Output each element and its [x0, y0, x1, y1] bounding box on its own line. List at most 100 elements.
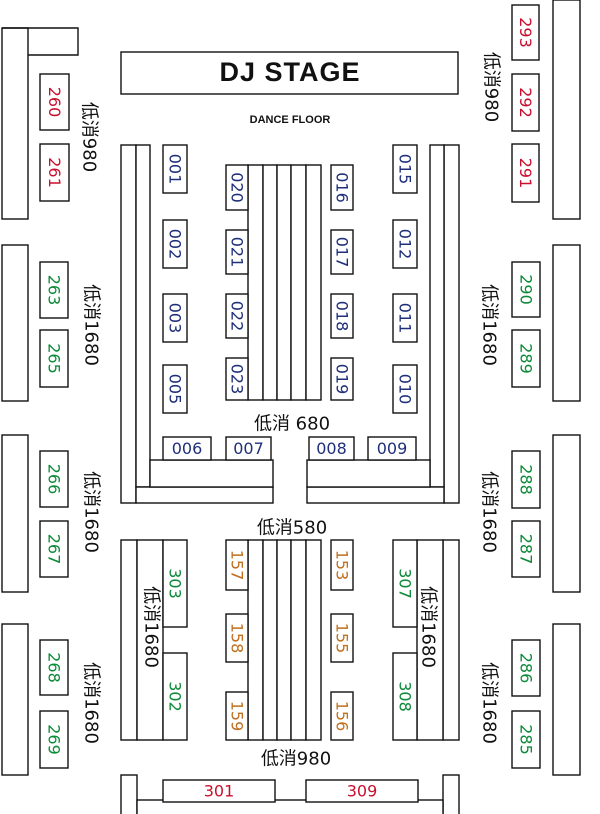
table-box — [225, 357, 249, 401]
min-spend-label: 低消1680 — [141, 586, 162, 668]
u-right-inner-v — [429, 144, 445, 488]
table-002[interactable]: 002 — [162, 219, 188, 269]
table-006[interactable]: 006 — [162, 436, 212, 461]
table-291[interactable]: 291 — [511, 143, 540, 203]
table-269[interactable]: 269 — [39, 710, 69, 769]
table-number: 301 — [204, 782, 235, 801]
table-301[interactable]: 301 — [162, 779, 276, 803]
table-153[interactable]: 153 — [330, 539, 354, 591]
table-001[interactable]: 001 — [162, 144, 188, 194]
table-box — [511, 450, 541, 509]
table-020[interactable]: 020 — [225, 164, 249, 211]
table-number: 158 — [228, 623, 247, 654]
bc-left-1 — [247, 539, 264, 741]
b-right-inner — [416, 539, 444, 741]
min-spend-label: 低消1680 — [81, 284, 102, 366]
table-286[interactable]: 286 — [511, 639, 541, 697]
table-157[interactable]: 157 — [225, 539, 249, 591]
table-016[interactable]: 016 — [330, 164, 354, 211]
table-015[interactable]: 015 — [392, 144, 418, 194]
table-263[interactable]: 263 — [39, 261, 69, 319]
bc-right-1 — [290, 539, 307, 741]
table-007[interactable]: 007 — [225, 436, 272, 461]
table-number: 012 — [396, 229, 415, 260]
table-box — [39, 73, 70, 131]
table-box — [392, 293, 418, 343]
min-spend-label: 低消980 — [79, 102, 100, 172]
right-bar-2 — [552, 244, 581, 402]
right-bar-4 — [552, 623, 581, 776]
table-012[interactable]: 012 — [392, 219, 418, 269]
table-023[interactable]: 023 — [225, 357, 249, 401]
table-box — [392, 652, 418, 741]
table-number: 153 — [333, 550, 352, 581]
table-309[interactable]: 309 — [305, 779, 419, 803]
table-number: 291 — [516, 158, 535, 189]
table-261[interactable]: 261 — [39, 143, 70, 202]
table-number: 268 — [45, 652, 64, 683]
table-017[interactable]: 017 — [330, 229, 354, 275]
table-003[interactable]: 003 — [162, 293, 188, 343]
table-019[interactable]: 019 — [330, 357, 354, 401]
table-number: 022 — [228, 301, 247, 332]
left-bar-4 — [1, 623, 29, 776]
table-box — [511, 73, 540, 132]
table-267[interactable]: 267 — [39, 520, 69, 578]
c-center-divider — [276, 164, 292, 401]
c-right-mid — [290, 164, 307, 401]
min-spend-label: 低消 680 — [254, 414, 330, 435]
table-box — [330, 613, 354, 663]
table-number: 021 — [228, 237, 247, 268]
table-289[interactable]: 289 — [511, 329, 541, 388]
corner-frame-top-left — [2, 27, 79, 56]
table-266[interactable]: 266 — [39, 450, 69, 508]
table-number: 017 — [333, 237, 352, 268]
table-265[interactable]: 265 — [39, 329, 69, 388]
table-022[interactable]: 022 — [225, 293, 249, 339]
table-number: 007 — [233, 439, 264, 458]
table-302[interactable]: 302 — [162, 652, 188, 741]
table-287[interactable]: 287 — [511, 520, 541, 578]
table-box — [330, 691, 354, 741]
table-box — [162, 293, 188, 343]
table-box — [225, 229, 249, 275]
table-285[interactable]: 285 — [511, 710, 541, 769]
table-008[interactable]: 008 — [308, 436, 355, 461]
table-009[interactable]: 009 — [367, 436, 417, 461]
table-158[interactable]: 158 — [225, 613, 249, 663]
table-159[interactable]: 159 — [225, 691, 249, 741]
table-303[interactable]: 303 — [162, 539, 188, 628]
table-011[interactable]: 011 — [392, 293, 418, 343]
table-box — [162, 779, 276, 803]
table-number: 260 — [45, 87, 64, 118]
table-307[interactable]: 307 — [392, 539, 418, 628]
table-number: 288 — [517, 464, 536, 495]
table-box — [39, 450, 69, 508]
table-number: 008 — [316, 439, 347, 458]
table-260[interactable]: 260 — [39, 73, 70, 131]
table-box — [162, 144, 188, 194]
table-number: 003 — [166, 303, 185, 334]
table-005[interactable]: 005 — [162, 364, 188, 414]
table-290[interactable]: 290 — [511, 261, 541, 318]
table-308[interactable]: 308 — [392, 652, 418, 741]
table-156[interactable]: 156 — [330, 691, 354, 741]
table-number: 006 — [172, 439, 203, 458]
table-number: 266 — [45, 464, 64, 495]
table-018[interactable]: 018 — [330, 293, 354, 339]
table-293[interactable]: 293 — [511, 4, 540, 61]
table-288[interactable]: 288 — [511, 450, 541, 509]
min-spend-label: 低消980 — [481, 52, 502, 122]
table-021[interactable]: 021 — [225, 229, 249, 275]
table-box — [162, 539, 188, 628]
table-box — [308, 436, 355, 461]
table-268[interactable]: 268 — [39, 639, 69, 696]
table-number: 287 — [517, 534, 536, 565]
table-box — [39, 710, 69, 769]
table-155[interactable]: 155 — [330, 613, 354, 663]
table-292[interactable]: 292 — [511, 73, 540, 132]
floor-structure — [1, 0, 581, 814]
table-box — [39, 520, 69, 578]
table-number: 292 — [516, 87, 535, 118]
table-010[interactable]: 010 — [392, 364, 418, 414]
